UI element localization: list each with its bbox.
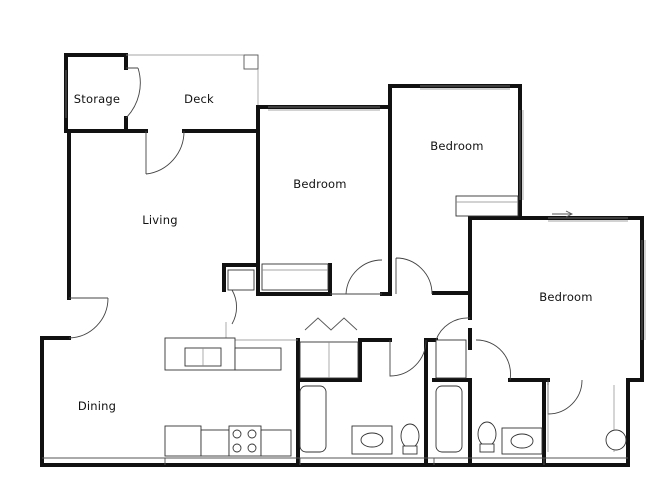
- room-label-living: Living: [142, 213, 177, 227]
- toilet-1: [400, 423, 420, 449]
- kitchen: [164, 337, 292, 457]
- bath1-door: [389, 339, 427, 377]
- room-label-dining: Dining: [78, 399, 116, 413]
- baths: [299, 317, 627, 455]
- deck-post: [243, 54, 259, 70]
- right-bedroom-door: [435, 317, 471, 341]
- deck-door: [145, 130, 185, 175]
- doors: [68, 67, 583, 415]
- bath-sink-2: [510, 433, 534, 449]
- bedroom-center-door: [330, 259, 383, 295]
- refrigerator: [164, 425, 202, 457]
- closets: [225, 195, 615, 452]
- room-label-bedroom-center: Bedroom: [293, 177, 346, 191]
- bathtub-1: [299, 385, 327, 453]
- closet-door: [231, 289, 238, 325]
- room-label-bedroom-top-right: Bedroom: [430, 139, 483, 153]
- windows: [65, 70, 646, 340]
- storage-door: [125, 67, 141, 119]
- dining-door: [68, 297, 109, 339]
- room-label-deck: Deck: [184, 92, 214, 106]
- toilet-2: [477, 421, 497, 447]
- bath-sink-1: [360, 432, 384, 448]
- room-label-bedroom-right: Bedroom: [539, 290, 592, 304]
- stove: [228, 425, 262, 457]
- bath2-door: [475, 339, 511, 381]
- bathtub-2: [435, 385, 463, 453]
- room-label-storage: Storage: [74, 92, 120, 106]
- entry-arrow: [552, 210, 574, 218]
- walls: [40, 53, 644, 467]
- closet2-door: [547, 379, 583, 415]
- water-heater: [605, 429, 627, 451]
- bedroom-top-right-door: [395, 257, 433, 295]
